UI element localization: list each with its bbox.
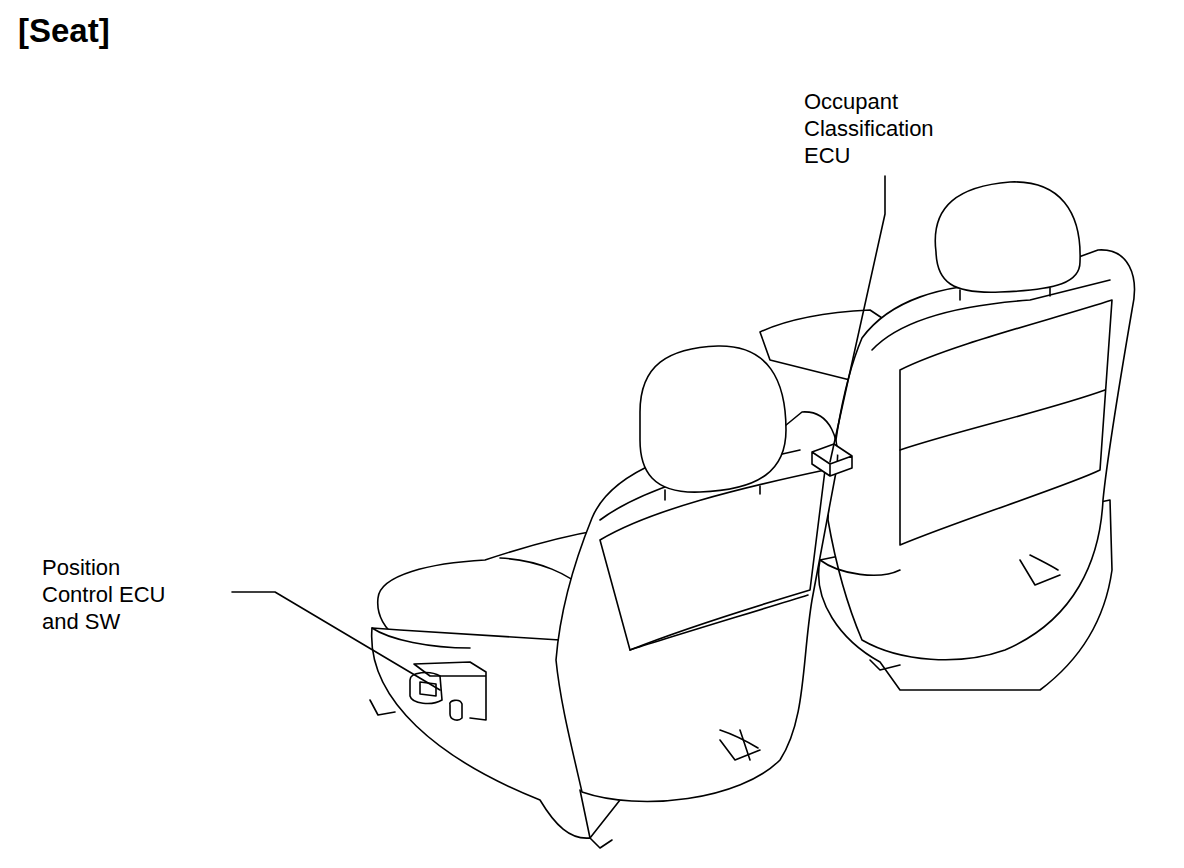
- leader-line: [830, 176, 885, 462]
- left-seat: [370, 346, 838, 848]
- part-label: Occupant Classification ECU: [804, 88, 979, 169]
- ecu-box: [812, 444, 852, 476]
- part-label: Position Control ECU and SW: [42, 554, 192, 635]
- leader-line: [232, 592, 440, 690]
- diagram-title: [Seat]: [18, 12, 110, 50]
